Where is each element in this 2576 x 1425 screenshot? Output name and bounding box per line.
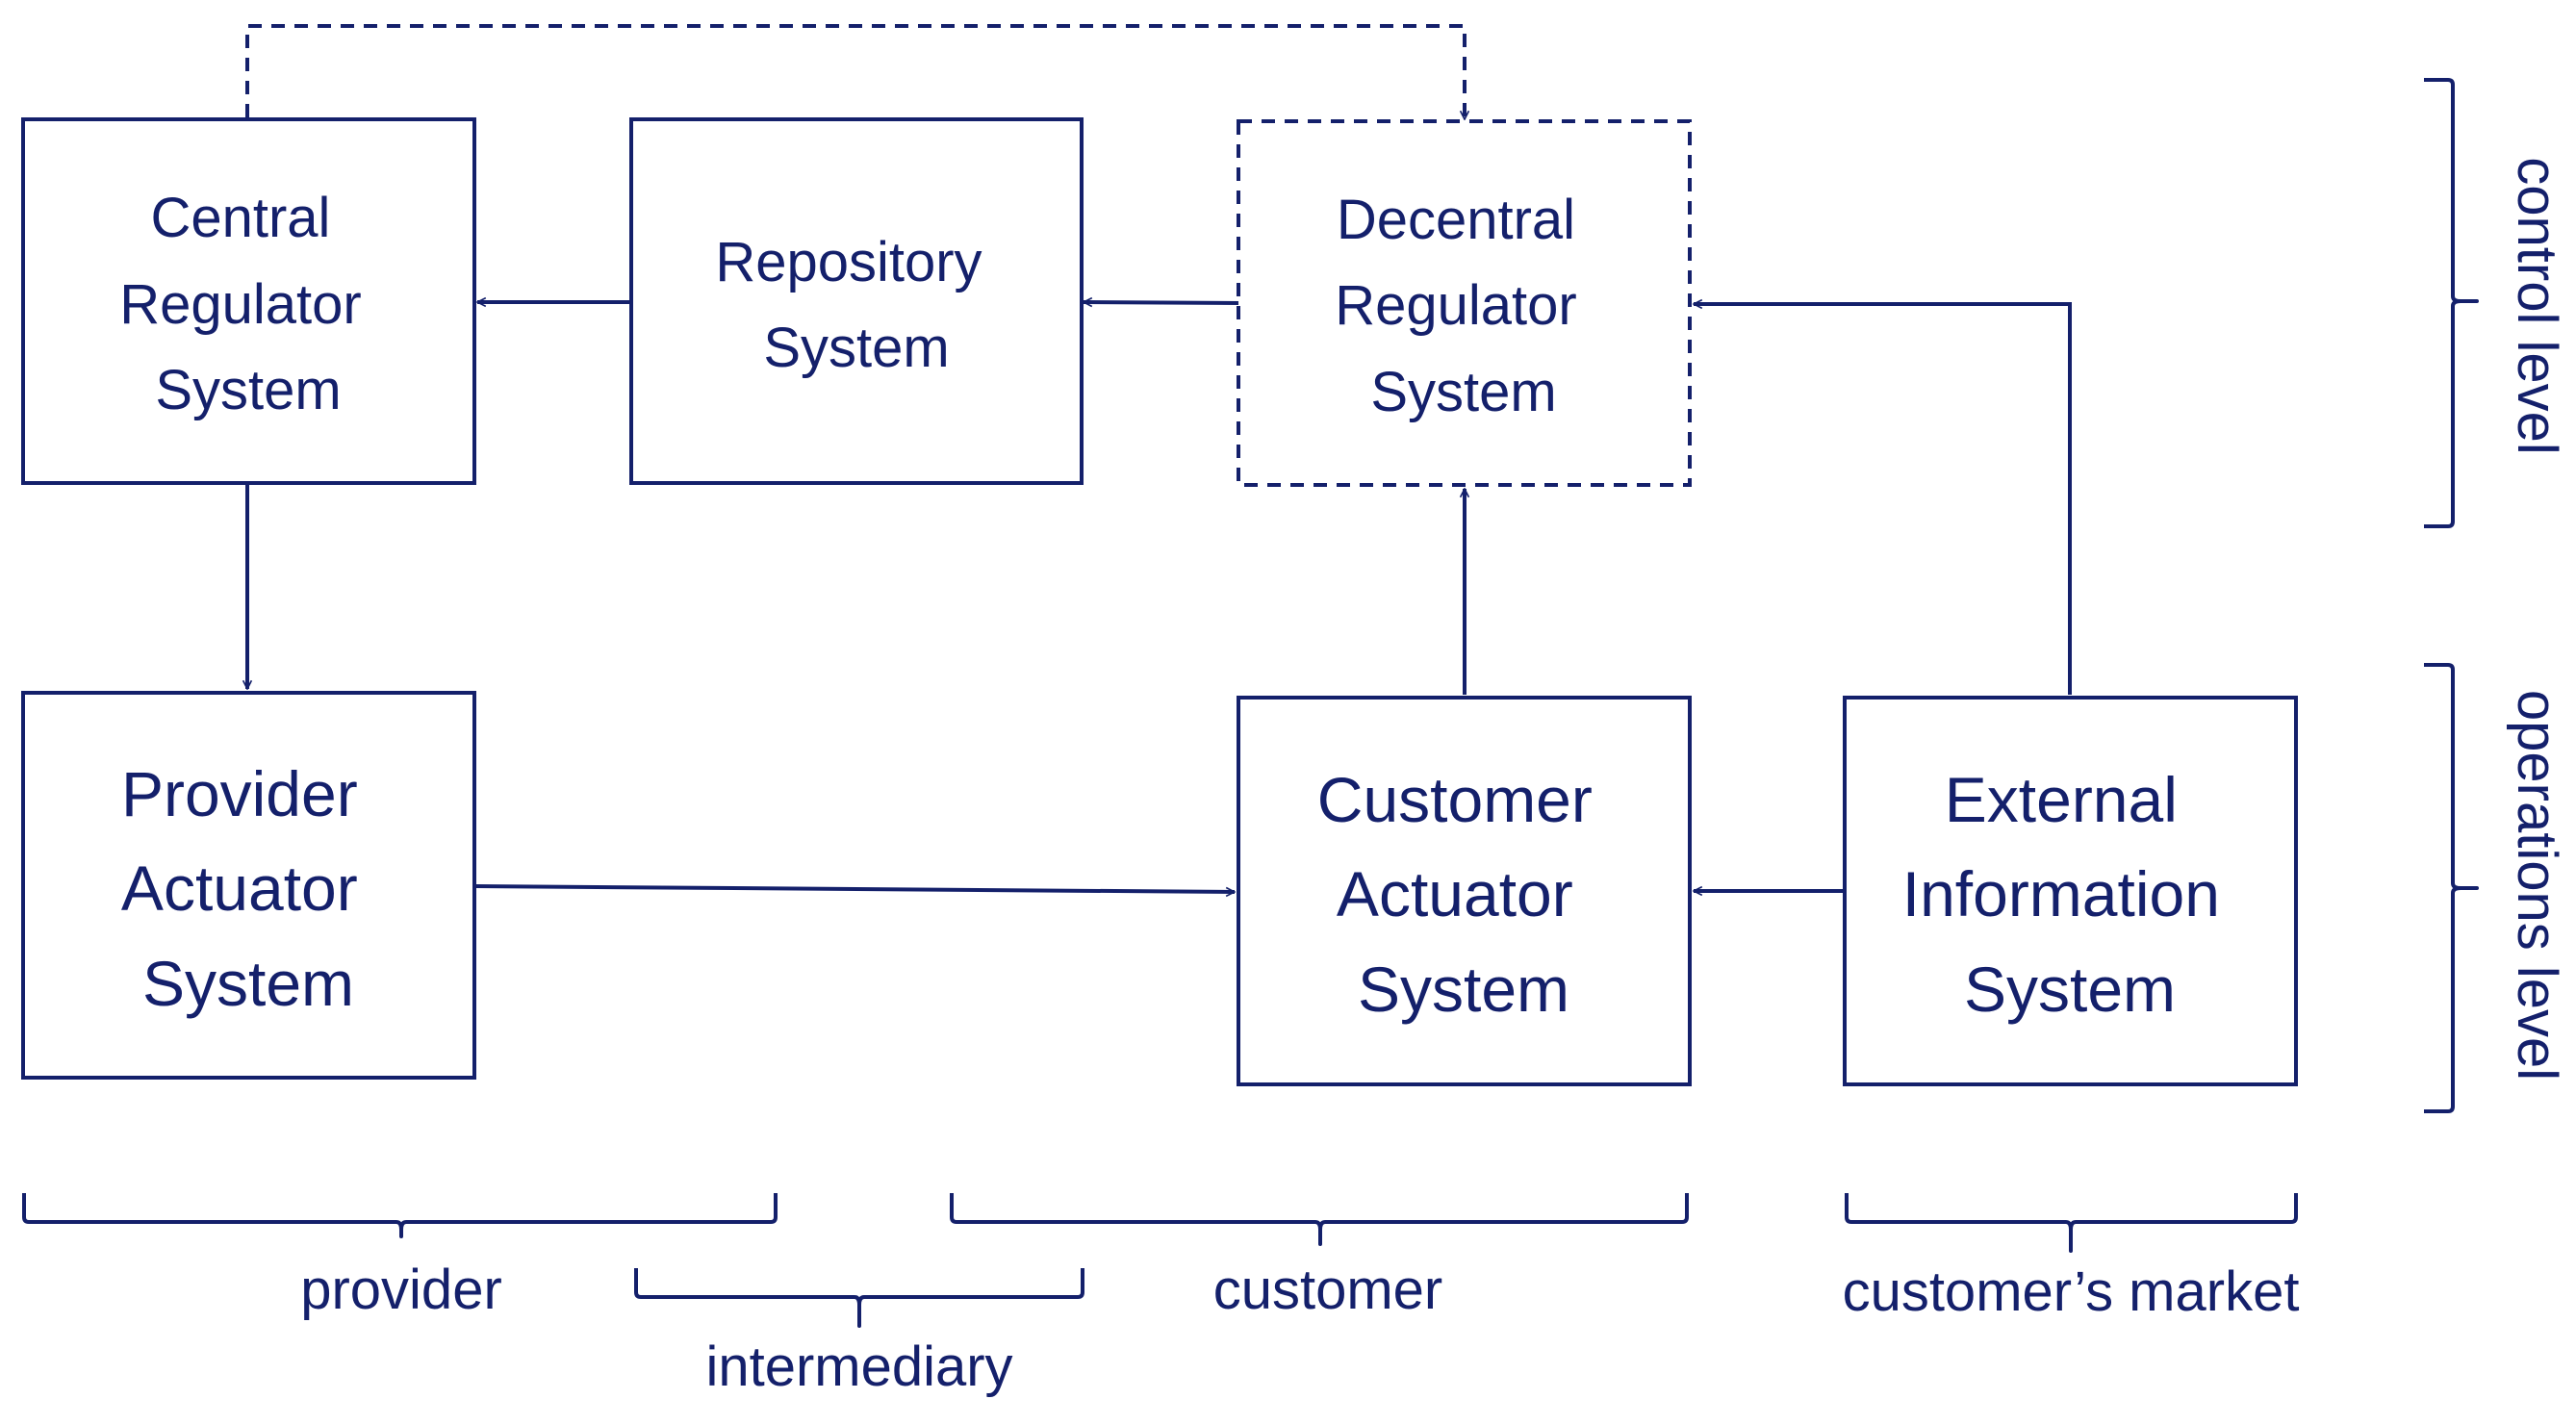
arrow-decentral-to-repository [1084,302,1241,303]
svg-text:Customer Actuator: Customer Actuator System [1317,764,1610,1025]
svg-text:Provider Actuator: Provider Actuator System [121,758,375,1019]
box-line: System [142,948,354,1019]
box-line: Customer [1317,764,1593,835]
box-line: Regulator [1335,274,1576,337]
label-operations-level: operations level [2506,690,2568,1081]
brace-control-level [2424,78,2479,528]
svg-text:External Information: External Information System [1902,764,2238,1025]
box-line: System [1358,954,1569,1025]
box-customer-actuator-system: Customer Actuator System [1237,696,1692,1086]
side-braces: control level operations level [2424,78,2568,1113]
box-line: System [1964,954,2176,1025]
label-customer: customer [1213,1259,1443,1321]
brace-customers-market [1845,1193,2298,1253]
box-repository-system: Repository System [629,117,1084,485]
label-provider: provider [300,1259,502,1321]
box-line: Information [1902,858,2220,929]
box-line: System [1370,361,1556,423]
label-control-level: control level [2506,157,2568,454]
bottom-braces: provider intermediary customer customer’… [22,1193,2300,1398]
box-line: Provider [121,758,358,829]
box-external-information-system: External Information System [1843,696,2298,1086]
box-line: Repository [715,231,982,293]
brace-provider [22,1193,778,1238]
arrow-central-to-decentral-dashed [245,24,1465,119]
label-customers-market: customer’s market [1843,1260,2300,1323]
label-intermediary: intermediary [705,1336,1012,1398]
box-line: Central [150,187,330,249]
arrow-external-to-decentral [1694,304,2072,695]
box-line: Actuator [1337,858,1573,929]
box-line: System [155,359,341,421]
box-line: Decentral [1337,189,1575,251]
svg-text:Central Regulator: Central Regulator System [119,187,377,421]
box-line: External [1945,764,2178,835]
connectors [245,24,2072,892]
arrow-provider-to-customer [474,884,1235,892]
svg-text:Repository System: Repository System [715,231,997,379]
brace-customer [950,1193,1689,1246]
brace-operations-level [2424,663,2479,1113]
box-line: Regulator [119,273,361,336]
box-line: Actuator [121,852,358,924]
brace-intermediary [634,1268,1084,1328]
box-central-regulator-system: Central Regulator System [21,117,476,485]
box-decentral-regulator-system: Decentral Regulator System [1237,119,1692,487]
svg-text:Decentral Regulator: Decentral Regulator System [1335,189,1593,423]
box-line: System [763,317,949,379]
box-provider-actuator-system: Provider Actuator System [21,691,476,1080]
